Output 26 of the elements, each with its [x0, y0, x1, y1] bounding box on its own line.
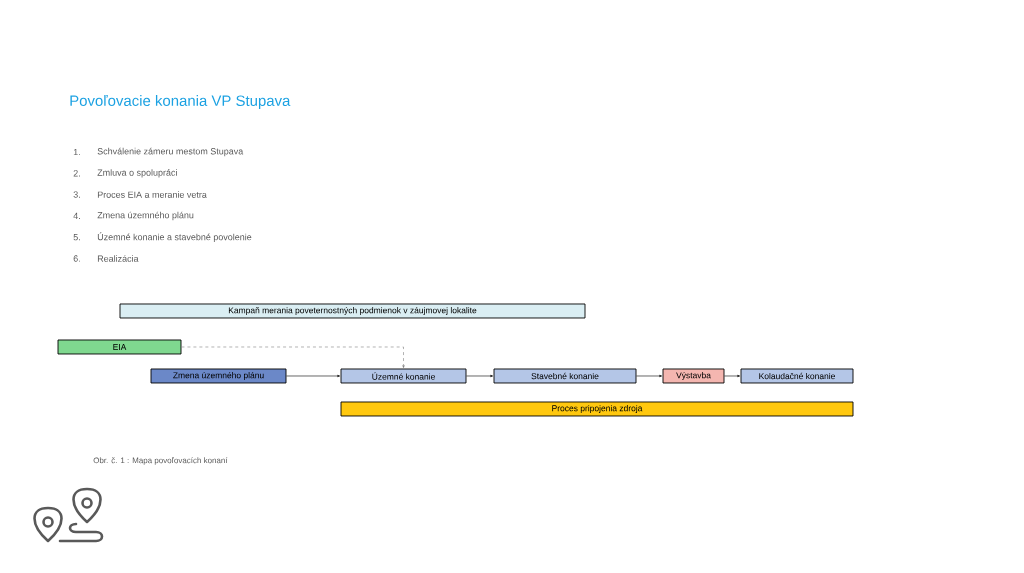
slide-title: Povoľovacie konania VP Stupava [70, 95, 291, 109]
process-bar: Výstavba [662, 368, 725, 384]
list-number: 1. [73, 148, 80, 156]
list-item: Zmluva o spolupráci [97, 169, 177, 178]
list-number: 6. [73, 255, 80, 262]
list-number: 5. [73, 234, 80, 241]
process-bar: Kolaudačné konanie [740, 368, 854, 384]
list-number: 2. [73, 170, 80, 177]
process-bar: Kampaň merania poveternostných podmienok v záujmovej lokalite [119, 303, 586, 319]
list-item: Proces EIA a meranie vetra [97, 191, 207, 198]
process-bar: Stavebné konanie [493, 368, 637, 384]
arrow [181, 346, 405, 368]
process-bar: Územné konanie [340, 368, 467, 384]
arrow [636, 374, 662, 378]
process-bar: Zmena územného plánu [150, 368, 287, 384]
list-item: Územné konanie a stavebné povolenie [97, 232, 252, 242]
process-bar: Proces pripojenia zdroja [340, 401, 854, 417]
list-number: 3. [73, 191, 80, 198]
arrow [724, 374, 740, 378]
list-item: Realizácia [97, 255, 139, 262]
list-item: Schválenie zámeru mestom Stupava [97, 147, 244, 157]
arrow [466, 374, 493, 378]
process-bar: EIA [57, 339, 182, 355]
list-number: 4. [73, 212, 80, 219]
list-item: Zmena územného plánu [97, 211, 194, 221]
arrow [286, 374, 340, 378]
